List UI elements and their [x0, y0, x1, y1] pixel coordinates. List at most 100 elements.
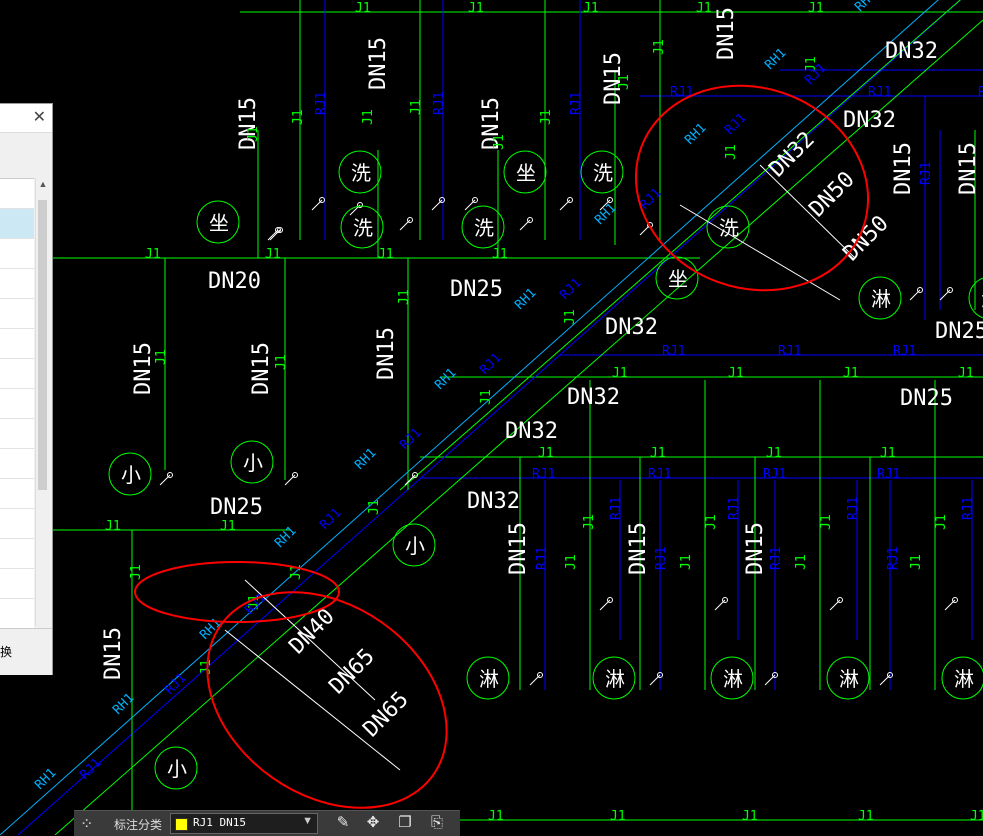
fixture-label: 淋 [723, 667, 743, 691]
pipe-label-j1: J1 [154, 349, 169, 365]
fixture-label: 坐 [516, 161, 536, 185]
dialog-toolbar [0, 133, 52, 171]
paste-icon[interactable]: ⎘ [430, 814, 443, 831]
pipe-label-j1: J1 [612, 366, 628, 381]
size-label: DN15 [743, 522, 768, 575]
pipe-label-rh1: RH1 [432, 366, 459, 393]
list-item[interactable] [0, 359, 34, 389]
list-item[interactable] [0, 569, 34, 599]
valve-node [607, 597, 613, 603]
list-item[interactable] [0, 419, 34, 449]
fixture-circle [392, 523, 436, 567]
fixture-label: 小 [121, 463, 141, 487]
pipe-label-rh1: RH1 [762, 46, 789, 73]
pipe-label-rj1: RJ1 [432, 92, 447, 115]
valve-node [947, 287, 953, 293]
grid-icon[interactable]: ⁘ [80, 816, 94, 833]
annotation-category-select[interactable]: RJ1 DN15 ▼ [170, 813, 318, 834]
list-item[interactable] [0, 269, 34, 299]
list-item[interactable] [0, 329, 34, 359]
dialog-titlebar: ✕ [0, 104, 52, 133]
pipe-label-j1: J1 [858, 809, 874, 824]
size-label: DN25 [900, 386, 953, 411]
fixture-circle [592, 656, 636, 700]
list-scrollbar[interactable]: ▲ [35, 178, 50, 626]
pipe-label-rj1: RJ1 [535, 547, 550, 570]
list-item[interactable] [0, 539, 34, 569]
valve-node [412, 472, 418, 478]
size-label: DN15 [101, 627, 126, 680]
list-item[interactable] [0, 479, 34, 509]
list-item[interactable] [0, 509, 34, 539]
pipe-label-j1: J1 [492, 247, 508, 262]
valve-node [607, 197, 613, 203]
pipe-label-j1: J1 [610, 809, 626, 824]
move-icon[interactable]: ✥ [366, 814, 380, 831]
cold-pipe-diagonal [399, 0, 961, 491]
pipe-label-j1: J1 [265, 247, 281, 262]
fixture-label: 小 [167, 757, 187, 781]
list-item[interactable] [0, 179, 34, 209]
pipe-label-j1: J1 [367, 499, 382, 515]
pipe-label-rj1: RJ1 [654, 547, 669, 570]
pipe-label-j1: J1 [819, 514, 834, 530]
size-label: DN25 [450, 277, 503, 302]
valve-node [952, 597, 958, 603]
close-icon[interactable]: ✕ [32, 109, 46, 126]
list-item-selected[interactable] [0, 209, 34, 239]
pipe-label-j1: J1 [958, 366, 974, 381]
pipe-label-j1: J1 [488, 809, 504, 824]
copy-icon[interactable]: ❐ [398, 814, 412, 831]
pipe-label-j1: J1 [696, 1, 712, 16]
markup-ellipse [206, 591, 448, 809]
hot-pipe-diagonal [17, 0, 962, 835]
size-label: DN15 [131, 342, 156, 395]
valve-node [407, 217, 413, 223]
pipe-label-rh1: RH1 [110, 691, 137, 718]
list-item[interactable] [0, 599, 34, 629]
chevron-down-icon[interactable]: ▼ [302, 815, 313, 827]
pipe-label-rj1: RJ1 [877, 467, 900, 482]
pipe-label-j1: J1 [564, 554, 579, 570]
pipe-label-j1: J1 [617, 74, 632, 90]
size-label: DN32 [765, 127, 820, 182]
size-label: DN65 [325, 644, 380, 699]
size-label: DN15 [366, 37, 391, 90]
size-label: DN25 [935, 319, 983, 344]
edit-icon[interactable]: ✎ [336, 814, 350, 831]
replace-button-label[interactable]: 换 [0, 645, 13, 659]
size-label: DN32 [843, 108, 896, 133]
pipe-label-j1: J1 [970, 809, 983, 824]
fixture-label: 淋 [981, 287, 983, 311]
size-label: DN65 [359, 687, 414, 742]
pipe-label-j1: J1 [880, 446, 896, 461]
pipe-label-rj1: RJ1 [722, 111, 749, 138]
list-item[interactable] [0, 239, 34, 269]
valve-node [472, 197, 478, 203]
pipe-label-rj1: RJ1 [532, 467, 555, 482]
size-label: DN15 [479, 97, 504, 150]
list-item[interactable] [0, 299, 34, 329]
pipe-label-j1: J1 [804, 56, 819, 72]
size-label: DN15 [626, 522, 651, 575]
fixture-label: 洗 [351, 161, 371, 185]
valve-node [657, 672, 663, 678]
fixture-circle [338, 150, 382, 194]
fixture-circle [230, 440, 274, 484]
size-label: DN15 [506, 522, 531, 575]
scroll-up-icon[interactable]: ▲ [38, 179, 48, 189]
pipe-label-rh1: RH1 [352, 446, 379, 473]
valve-node [567, 197, 573, 203]
pipe-label-rj1: RJ1 [648, 467, 671, 482]
annotation-category-label: 标注分类 [114, 818, 163, 832]
side-dialog-panel: ✕ ▲ 换 [0, 103, 53, 675]
pipe-label-rj1: RJ1 [162, 671, 189, 698]
pipe-label-j1: J1 [650, 446, 666, 461]
fixture-label: 坐 [209, 211, 229, 235]
pipe-label-rj1: RJ1 [763, 467, 786, 482]
pipe-label-j1: J1 [378, 247, 394, 262]
scrollbar-thumb[interactable] [38, 200, 47, 490]
list-item[interactable] [0, 449, 34, 479]
list-item[interactable] [0, 389, 34, 419]
